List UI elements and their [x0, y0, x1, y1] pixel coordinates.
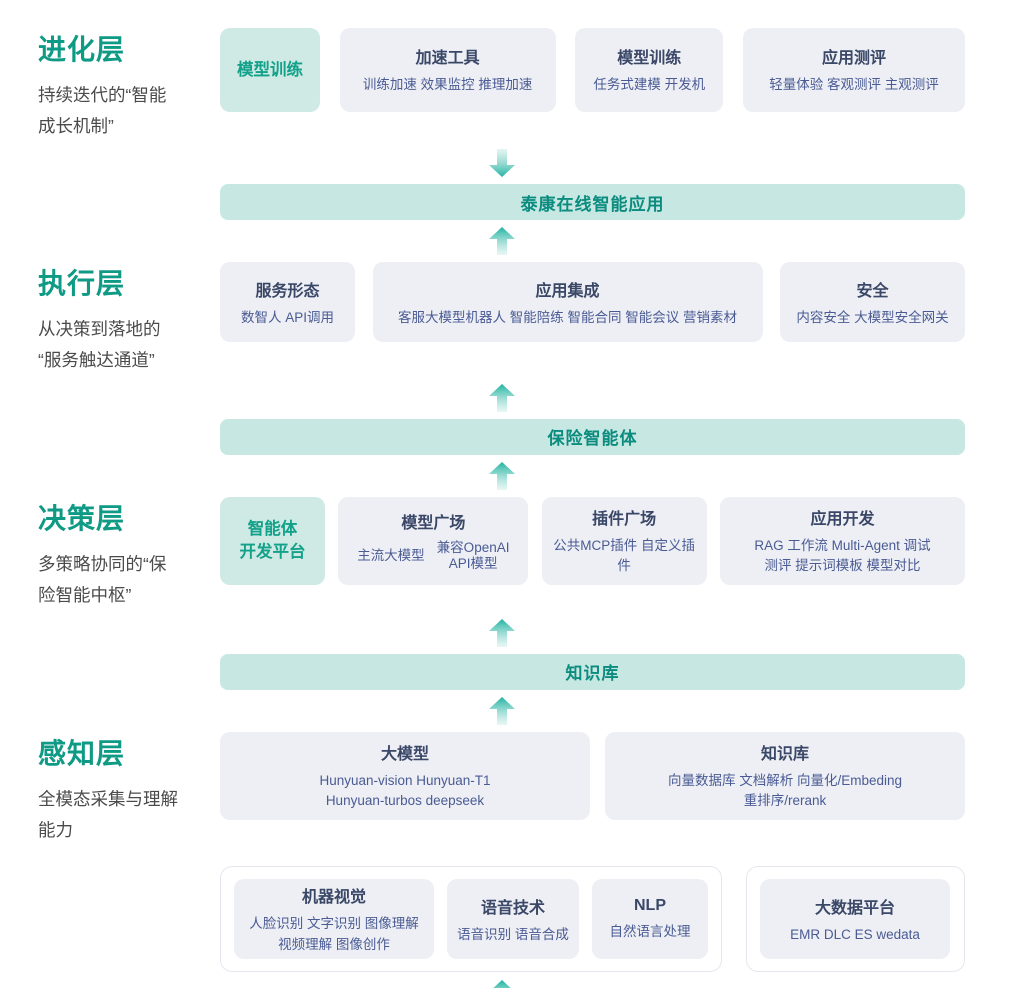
- card-title: 模型训练: [237, 60, 303, 79]
- perception-capability-row: 机器视觉 人脸识别 文字识别 图像理解视频理解 图像创作 语音技术 语音识别 语…: [38, 866, 965, 973]
- flow-arrow: [38, 383, 965, 412]
- layer-label-evolution: 进化层 持续迭代的“智能成长机制”: [38, 28, 220, 142]
- layer-subtitle: 持续迭代的“智能成长机制”: [38, 85, 167, 137]
- card-model-training-highlight: 模型训练: [220, 28, 320, 112]
- card-sub: 内容安全 大模型安全网关: [796, 309, 949, 325]
- layer-subtitle: 从决策到落地的“服务触达通道”: [38, 319, 161, 371]
- card-title: 知识库: [760, 746, 809, 764]
- arrow-up-icon: [488, 461, 515, 490]
- card-sub: 轻量体验 客观测评 主观测评: [769, 77, 939, 93]
- card-title: 应用开发: [810, 510, 875, 528]
- layer-cards-execution: 服务形态 数智人 API调用 应用集成 客服大模型机器人 智能陪练 智能合同 智…: [220, 262, 965, 376]
- banner-taikang-app: 泰康在线智能应用: [220, 184, 965, 221]
- card-sub: 任务式建模 开发机: [593, 77, 706, 93]
- card-speech-tech: 语音技术 语音识别 语音合成: [447, 879, 579, 960]
- card-title: 机器视觉: [301, 889, 366, 907]
- layer-title: 进化层: [38, 34, 126, 65]
- card-accelerate-tools: 加速工具 训练加速 效果监控 推理加速: [339, 28, 556, 112]
- layer-execution: 执行层 从决策到落地的“服务触达通道” 服务形态 数智人 API调用 应用集成 …: [38, 262, 965, 376]
- card-nlp: NLP 自然语言处理: [592, 879, 708, 960]
- card-title: 语音技术: [480, 899, 545, 917]
- layer-label-execution: 执行层 从决策到落地的“服务触达通道”: [38, 262, 220, 376]
- card-machine-vision: 机器视觉 人脸识别 文字识别 图像理解视频理解 图像创作: [234, 879, 434, 960]
- card-title: 应用集成: [535, 282, 600, 300]
- card-sub: EMR DLC ES wedata: [790, 926, 920, 942]
- card-title: 模型广场: [401, 514, 466, 532]
- arrow-up-icon: [488, 696, 515, 725]
- flow-arrow: [38, 461, 965, 490]
- card-plugin-plaza: 插件广场 公共MCP插件 自定义插件: [541, 496, 707, 585]
- arrow-up-icon: [488, 618, 515, 647]
- card-title: 服务形态: [255, 282, 320, 300]
- ai-capability-container: 机器视觉 人脸识别 文字识别 图像理解视频理解 图像创作 语音技术 语音识别 语…: [220, 866, 722, 973]
- card-sub: 数智人 API调用: [240, 309, 334, 325]
- card-title: 模型训练: [617, 50, 682, 68]
- layer-title: 决策层: [38, 502, 126, 534]
- flow-arrow: [38, 149, 965, 178]
- card-sub: 客服大模型机器人 智能陪练 智能合同 智能会议 营销素材: [397, 309, 737, 325]
- card-title: 大数据平台: [814, 899, 895, 917]
- flow-arrow: [38, 618, 965, 647]
- card-agent-dev-platform: 智能体 开发平台: [220, 496, 325, 585]
- card-sub: RAG 工作流 Multi-Agent 调试测评 提示词模板 模型对比: [754, 537, 931, 574]
- card-title: 加速工具: [415, 50, 480, 68]
- card-title: NLP: [634, 896, 666, 914]
- layer-subtitle: 全模态采集与理解能力: [38, 788, 178, 840]
- card-sub: 自然语言处理: [609, 923, 691, 939]
- card-sub: 公共MCP插件 自定义插件: [553, 537, 696, 574]
- flow-arrow: [38, 980, 965, 988]
- card-app-evaluation: 应用测评 轻量体验 客观测评 主观测评: [742, 28, 965, 112]
- bigdata-container: 大数据平台 EMR DLC ES wedata: [746, 866, 965, 973]
- layer-label-decision: 决策层 多策略协同的“保险智能中枢”: [38, 497, 220, 611]
- banner-insurance-agent: 保险智能体: [220, 418, 965, 455]
- flow-arrow: [38, 696, 965, 725]
- card-sub: 训练加速 效果监控 推理加速: [362, 77, 533, 93]
- arrow-up-icon: [492, 980, 511, 988]
- card-app-development: 应用开发 RAG 工作流 Multi-Agent 调试测评 提示词模板 模型对比: [719, 496, 965, 585]
- layer-perception: 感知层 全模态采集与理解能力 大模型 Hunyuan-vision Hunyua…: [38, 731, 965, 846]
- card-title: 应用测评: [821, 50, 886, 68]
- flow-arrow: [38, 227, 965, 256]
- card-title: 安全: [856, 282, 889, 300]
- card-app-integration: 应用集成 客服大模型机器人 智能陪练 智能合同 智能会议 营销素材: [372, 262, 763, 343]
- layer-label-perception: 感知层 全模态采集与理解能力: [38, 732, 220, 846]
- arrow-up-icon: [488, 383, 515, 412]
- layer-subtitle: 多策略协同的“保险智能中枢”: [38, 553, 167, 605]
- card-sub: 人脸识别 文字识别 图像理解视频理解 图像创作: [249, 916, 419, 952]
- banner-knowledge-base: 知识库: [220, 653, 965, 690]
- card-sub: 语音识别 语音合成: [457, 926, 569, 942]
- layer-title: 感知层: [38, 737, 126, 769]
- layer-decision: 决策层 多策略协同的“保险智能中枢” 智能体 开发平台 模型广场 主流大模型 兼…: [38, 496, 965, 611]
- arrow-up-icon: [488, 227, 515, 256]
- card-model-training: 模型训练 任务式建模 开发机: [575, 28, 724, 112]
- card-security: 安全 内容安全 大模型安全网关: [780, 262, 965, 343]
- card-title: 大模型: [380, 746, 429, 764]
- card-bigdata-platform: 大数据平台 EMR DLC ES wedata: [760, 879, 950, 960]
- arrow-down-icon: [488, 149, 515, 178]
- layer-title: 执行层: [38, 268, 126, 300]
- layer-cards-evolution: 模型训练 加速工具 训练加速 效果监控 推理加速 模型训练 任务式建模 开发机 …: [220, 28, 965, 142]
- layer-evolution: 进化层 持续迭代的“智能成长机制” 模型训练 加速工具 训练加速 效果监控 推理…: [38, 28, 965, 142]
- card-title: 插件广场: [592, 510, 657, 528]
- card-service-form: 服务形态 数智人 API调用: [220, 262, 355, 343]
